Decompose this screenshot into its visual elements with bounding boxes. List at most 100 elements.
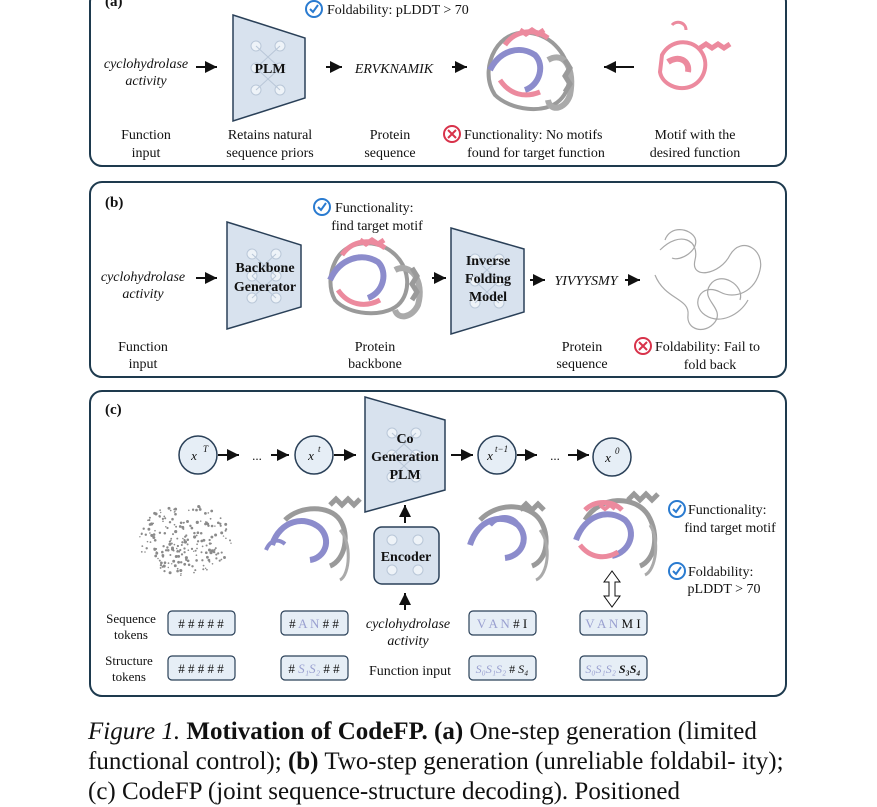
structure-tokens-label: Structure — [105, 653, 153, 668]
noise-point — [209, 517, 212, 520]
noise-point — [188, 509, 190, 512]
noise-point — [146, 540, 149, 543]
backbone-generator-label-2: Generator — [234, 280, 296, 295]
noise-point — [195, 534, 198, 537]
noise-point — [142, 527, 145, 530]
panel-b-label: (b) — [105, 195, 123, 211]
noise-point — [148, 519, 151, 522]
encoder-block: Encoder — [373, 526, 440, 585]
noise-point — [154, 512, 158, 516]
noise-point — [179, 521, 183, 525]
cross-icon — [634, 337, 652, 355]
noise-point — [154, 547, 157, 550]
noise-point — [220, 551, 223, 554]
noise-point — [204, 512, 207, 515]
node-x0: x 0 — [592, 437, 632, 477]
noise-point — [223, 556, 226, 559]
noise-point — [174, 507, 178, 511]
structure-token-box-xt-minus-1: S₀S₁S₂ # S₄ — [468, 655, 537, 681]
noise-point — [229, 539, 231, 542]
panel-a: (a) Foldability: pLDDT > 70 cyclohydrola… — [89, 0, 787, 167]
noise-point — [174, 512, 177, 516]
noise-point — [211, 562, 214, 565]
noise-point — [218, 559, 221, 562]
noise-point — [204, 522, 207, 526]
svg-text:t: t — [318, 444, 321, 454]
noise-point — [154, 529, 156, 532]
noise-point — [230, 542, 232, 544]
protein-backbone-structure — [327, 236, 423, 320]
noise-point — [201, 545, 204, 548]
noise-point — [175, 525, 178, 528]
noise-point — [153, 538, 157, 542]
noise-point — [186, 543, 189, 546]
noise-point — [195, 520, 199, 524]
noise-point — [204, 567, 207, 570]
check-icon — [305, 0, 323, 18]
noise-point — [220, 558, 223, 561]
noise-point — [176, 550, 179, 553]
noise-point — [195, 554, 198, 557]
noise-point — [168, 542, 172, 546]
noise-point — [173, 511, 176, 513]
functionality-fail-text-2: found for target function — [467, 146, 605, 161]
noise-point — [206, 568, 208, 571]
noise-point — [176, 544, 180, 548]
co-generation-label-2: Generation — [371, 450, 439, 465]
noise-point — [201, 559, 204, 562]
noise-point — [163, 570, 166, 573]
noise-point — [212, 550, 216, 554]
noise-point — [171, 517, 174, 521]
caption-b-label: (b) — [287, 748, 319, 775]
partial-structure-t-minus-1 — [467, 500, 549, 582]
noise-point — [214, 547, 217, 550]
noise-point — [150, 533, 154, 537]
function-input-text-2: activity — [125, 74, 167, 89]
svg-text:V A N # I: V A N # I — [477, 616, 527, 631]
noise-point — [139, 536, 141, 538]
caption-sequence: Protein — [562, 340, 602, 355]
noise-point — [208, 538, 211, 542]
caption-title: Motivation of CodeFP. — [186, 718, 428, 745]
sequence-token-box-xT: # # # # # — [167, 610, 236, 636]
noise-point — [196, 543, 198, 546]
node-xt: x t — [294, 435, 334, 475]
noise-point — [152, 522, 155, 525]
noise-point — [164, 549, 168, 552]
noise-point — [158, 559, 161, 562]
caption-backbone: Protein — [355, 340, 395, 355]
noise-point — [179, 568, 183, 573]
noise-point — [163, 561, 167, 564]
functionality-check-text: Functionality: — [335, 201, 414, 216]
noise-point — [179, 561, 183, 564]
co-generation-label-3: PLM — [389, 468, 420, 483]
svg-text:0: 0 — [615, 446, 620, 456]
noise-point — [219, 524, 222, 527]
noise-point — [183, 538, 186, 542]
functionality-check-text-2: find target motif — [331, 219, 423, 234]
svg-text:x: x — [486, 448, 493, 463]
noise-point — [174, 530, 178, 534]
noise-point — [162, 545, 165, 548]
inverse-folding-label-2: Folding — [465, 272, 511, 287]
noise-point-cloud — [139, 504, 232, 577]
sequence-tokens-label: Sequence — [106, 611, 156, 626]
noise-point — [205, 521, 207, 523]
noise-point — [180, 574, 182, 577]
co-generation-label: Co — [396, 432, 413, 447]
noise-point — [219, 517, 222, 520]
motivation-figure: (a) Foldability: pLDDT > 70 cyclohydrola… — [89, 0, 787, 697]
noise-point — [167, 506, 171, 510]
noise-point — [165, 526, 167, 528]
noise-point — [187, 563, 191, 567]
check-icon — [668, 500, 686, 518]
noise-point — [210, 542, 212, 545]
noise-point — [168, 540, 171, 543]
noise-point — [193, 535, 197, 539]
svg-text:x: x — [604, 450, 611, 465]
noise-point — [193, 550, 195, 552]
noise-point — [217, 552, 220, 555]
noise-point — [222, 535, 225, 537]
noise-point — [225, 537, 227, 540]
noise-point — [155, 551, 159, 555]
